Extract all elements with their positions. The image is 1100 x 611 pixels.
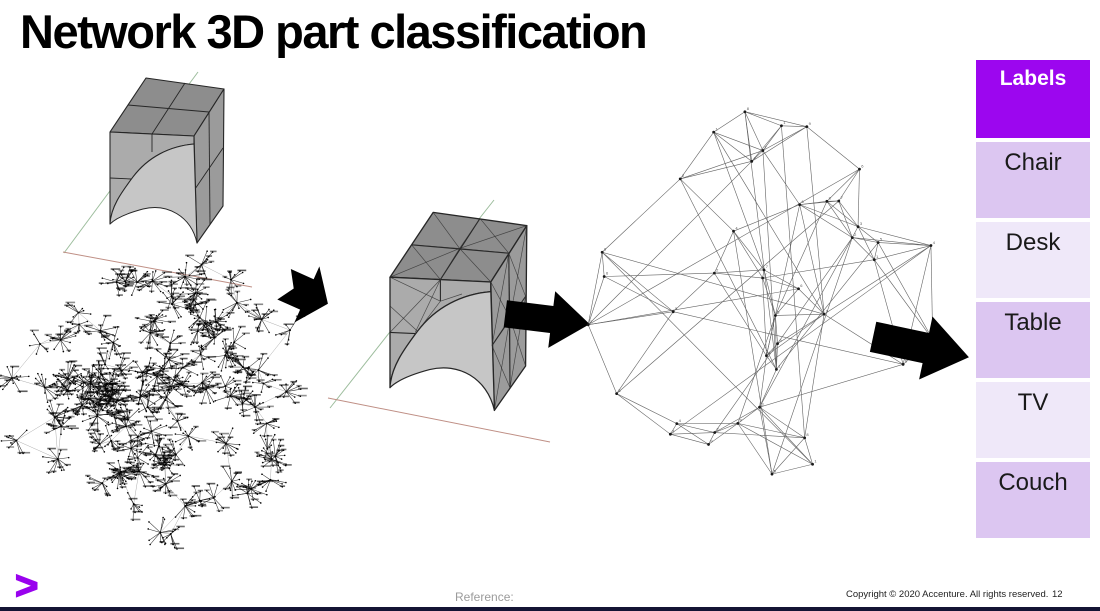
svg-text:1: 1 xyxy=(876,254,879,259)
sparse-network-figure: 1864297531864297531864297531864297531864… xyxy=(578,84,973,499)
svg-text:2: 2 xyxy=(854,232,857,237)
slide-bottom-edge xyxy=(0,607,1100,611)
svg-text:6: 6 xyxy=(606,271,609,276)
svg-text:6: 6 xyxy=(905,359,908,364)
input-3d-part-figure xyxy=(40,56,300,301)
labels-row-desk: Desk xyxy=(976,222,1090,298)
accenture-logo-icon: > xyxy=(14,564,39,608)
svg-text:6: 6 xyxy=(800,283,803,288)
svg-text:1: 1 xyxy=(715,126,718,131)
svg-text:1: 1 xyxy=(778,364,781,369)
svg-text:9: 9 xyxy=(740,418,743,423)
svg-text:3: 3 xyxy=(672,428,675,433)
labels-table: Labels Chair Desk Table TV Couch xyxy=(976,60,1090,538)
svg-text:7: 7 xyxy=(765,145,768,150)
svg-text:8: 8 xyxy=(777,310,780,315)
svg-text:4: 4 xyxy=(933,240,936,245)
svg-text:2: 2 xyxy=(590,319,593,324)
svg-text:3: 3 xyxy=(860,221,863,226)
svg-text:2: 2 xyxy=(682,173,685,178)
svg-text:7: 7 xyxy=(841,195,844,200)
dense-network-figure xyxy=(0,248,308,550)
svg-text:8: 8 xyxy=(747,106,750,111)
svg-text:1: 1 xyxy=(814,458,817,463)
svg-text:5: 5 xyxy=(675,306,678,311)
labels-row-chair: Chair xyxy=(976,142,1090,218)
page-number: 12 xyxy=(1052,589,1063,600)
slide-title: Network 3D part classification xyxy=(20,5,648,58)
svg-text:9: 9 xyxy=(779,338,782,343)
flow-arrow-2-icon xyxy=(503,291,590,348)
svg-text:8: 8 xyxy=(604,246,607,251)
part-feature-network-icon: 1864297531864297531864297531864297531864… xyxy=(586,106,937,476)
svg-text:6: 6 xyxy=(861,163,864,168)
copyright-text: Copyright © 2020 Accenture. All rights r… xyxy=(846,589,1049,600)
svg-text:4: 4 xyxy=(735,225,738,230)
svg-text:5: 5 xyxy=(618,388,621,393)
svg-text:4: 4 xyxy=(679,418,682,423)
svg-text:2: 2 xyxy=(717,427,720,432)
svg-text:9: 9 xyxy=(826,308,829,313)
labels-row-table: Table xyxy=(976,302,1090,378)
reference-label: Reference: xyxy=(455,590,514,604)
svg-text:4: 4 xyxy=(754,156,757,161)
svg-text:2: 2 xyxy=(716,267,719,272)
labels-row-tv: TV xyxy=(976,382,1090,458)
svg-text:9: 9 xyxy=(710,439,713,444)
svg-text:6: 6 xyxy=(801,199,804,204)
svg-text:8: 8 xyxy=(829,195,832,200)
labels-row-couch: Couch xyxy=(976,462,1090,538)
svg-text:3: 3 xyxy=(761,401,764,406)
flow-arrow-1-icon xyxy=(277,266,328,323)
3d-part-mesh-icon xyxy=(62,71,253,288)
svg-text:4: 4 xyxy=(768,350,771,355)
labels-table-header: Labels xyxy=(976,60,1090,138)
svg-text:1: 1 xyxy=(783,120,786,125)
svg-text:5: 5 xyxy=(774,468,777,473)
flow-arrow-3-icon xyxy=(869,316,969,380)
svg-text:7: 7 xyxy=(766,264,769,269)
dense-part-network-icon xyxy=(0,250,308,550)
svg-text:5: 5 xyxy=(880,237,883,242)
triangulation-lines xyxy=(389,212,528,411)
svg-text:8: 8 xyxy=(806,432,809,437)
svg-text:7: 7 xyxy=(764,272,767,277)
svg-text:9: 9 xyxy=(809,121,812,126)
